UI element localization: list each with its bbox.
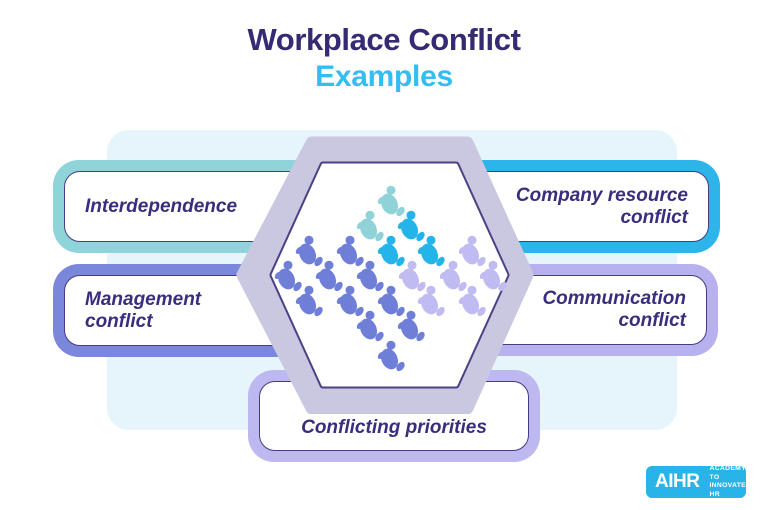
card-conflicting-priorities-label: Conflicting priorities [301,417,487,438]
aihr-logo: AIHR ACADEMY TO INNOVATE HR [646,465,746,499]
card-management-label: Management conflict [85,288,202,332]
card-company-resource-label: Company resource conflict [515,184,688,228]
page-title: Workplace Conflict [247,22,521,57]
card-conflicting-priorities-inner: Conflicting priorities [259,381,529,451]
hexagon-shape [236,136,534,414]
title-block: Workplace Conflict Examples [0,20,768,94]
card-communication-label: Communication conflict [542,288,686,331]
aihr-logo-wordmark: AIHR [655,471,700,492]
aihr-logo-tagline: ACADEMY TO INNOVATE HR [709,465,746,499]
card-interdependence-label: Interdependence [85,195,238,217]
page-subtitle: Examples [315,60,453,93]
aihr-tagline-line1: ACADEMY TO [709,465,746,481]
aihr-tagline-line2: INNOVATE HR [709,482,746,498]
